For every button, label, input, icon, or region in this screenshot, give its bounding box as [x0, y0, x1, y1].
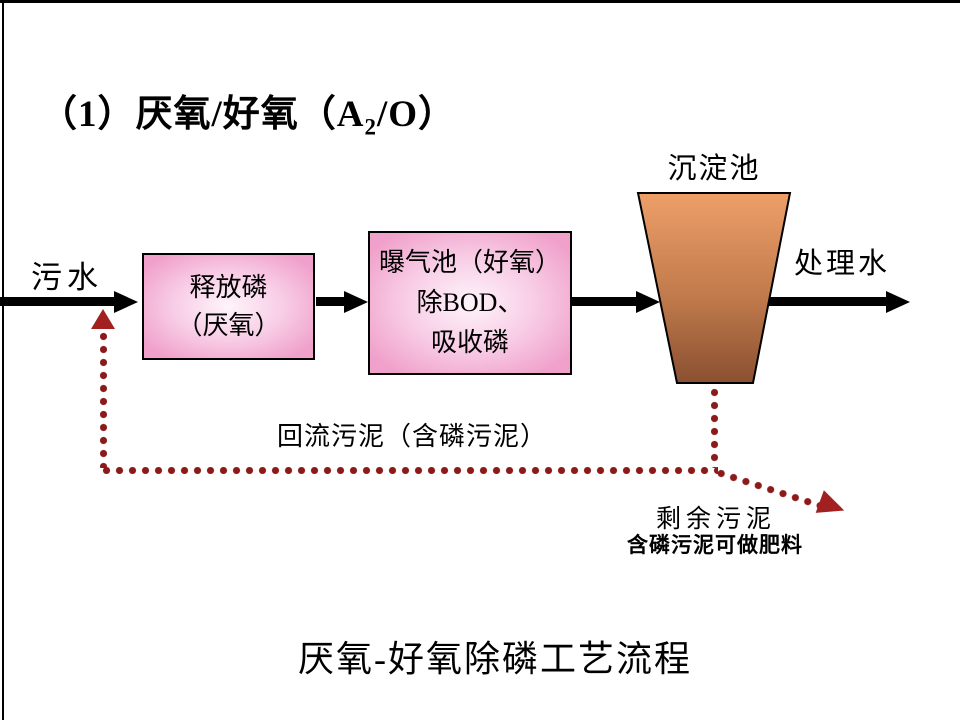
process-caption: 厌氧-好氧除磷工艺流程	[298, 639, 692, 679]
slide-title-subscript: 2	[364, 114, 377, 140]
excess-sludge-label: 剩余污泥	[656, 506, 777, 533]
aeration-box-line3: 吸收磷	[430, 328, 509, 357]
clarifier-in-arrow-shaft	[571, 297, 639, 306]
influent-arrow-head-icon	[114, 291, 138, 313]
clarifier-underflow-dotted-line	[711, 386, 718, 468]
anaerobic-box-line1: 释放磷	[189, 273, 268, 302]
slide-title-text: （1）厌氧/好氧（A	[40, 93, 365, 135]
top-border-line	[0, 0, 960, 3]
slide-title: （1）厌氧/好氧（A2/O）	[40, 83, 456, 140]
aeration-box-line2: 除BOD、	[416, 288, 524, 317]
aeration-box: 曝气池（好氧） 除BOD、 吸收磷	[368, 231, 572, 375]
return-sludge-arrow-head-icon	[91, 309, 115, 329]
influent-arrow-shaft	[0, 297, 118, 306]
aeration-box-line1: 曝气池（好氧）	[378, 248, 561, 277]
effluent-arrow-head-icon	[886, 291, 910, 313]
box-link-arrow-head-icon	[344, 291, 368, 313]
anaerobic-box: 释放磷 （厌氧）	[142, 253, 315, 360]
return-sludge-vertical-dotted-line	[100, 330, 107, 468]
excess-sludge-note: 含磷污泥可做肥料	[627, 533, 803, 557]
clarifier-in-arrow-head-icon	[636, 291, 660, 313]
left-border-line	[2, 0, 4, 720]
clarifier-trapezoid-icon	[636, 192, 792, 384]
influent-label: 污水	[31, 260, 103, 295]
effluent-arrow-shaft	[769, 297, 889, 306]
box-link-arrow-shaft	[316, 297, 348, 306]
clarifier-label: 沉淀池	[667, 153, 761, 185]
effluent-label: 处理水	[794, 248, 891, 280]
excess-sludge-arrow-head-icon	[815, 490, 849, 522]
return-sludge-label: 回流污泥（含磷污泥）	[277, 422, 548, 451]
slide-title-suffix: /O）	[376, 93, 457, 135]
return-sludge-horizontal-dotted-line	[100, 467, 718, 474]
anaerobic-box-line2: （厌氧）	[176, 311, 281, 340]
